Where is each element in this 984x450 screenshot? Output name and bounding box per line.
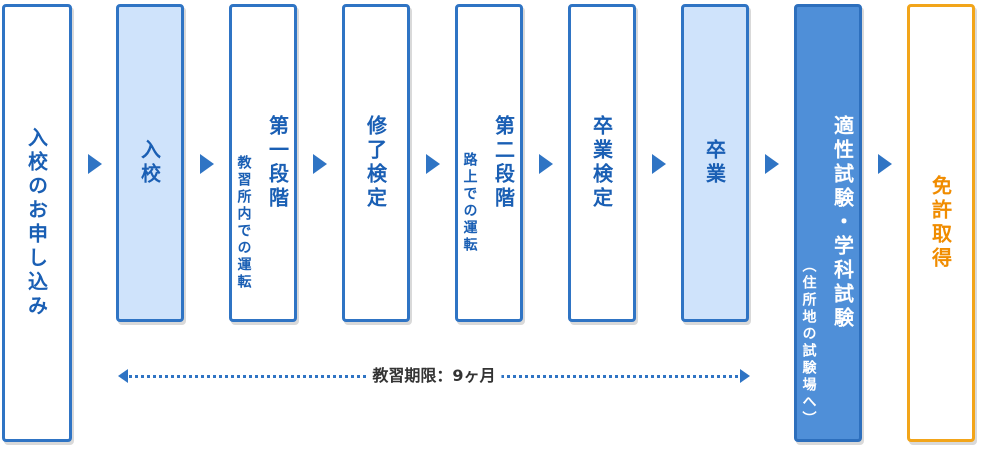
arrow-4 [426,154,440,174]
step-stage-one: 第一段階 教習所内での運転 [229,4,297,322]
step-license-acquired: 免許取得 [907,4,975,442]
step-enrollment-label: 入校 [137,139,162,187]
step-completion-exam-label: 修了検定 [363,115,388,211]
training-period-indicator: 教習期限：9ヶ月 [118,364,750,388]
step-graduation-exam: 卒業検定 [568,4,636,322]
arrow-7 [765,154,779,174]
period-left-arrowhead [118,369,128,383]
step-aptitude-written-exam: 適性試験・学科試験 （住所地の試験場へ） [794,4,862,442]
period-label: 教習期限：9ヶ月 [366,364,502,388]
step-stage-two: 第二段階 路上での運転 [455,4,523,322]
step-completion-exam: 修了検定 [342,4,410,322]
step-stage-two-label: 第二段階 [491,115,516,211]
step-application-label: 入校のお申し込み [24,127,49,319]
arrow-8 [878,154,892,174]
step-license-acquired-label: 免許取得 [928,175,953,271]
step-graduation-label: 卒業 [702,139,727,187]
arrow-5 [539,154,553,174]
arrow-3 [313,154,327,174]
arrow-2 [200,154,214,174]
step-stage-two-sub: 路上での運転 [461,152,478,254]
step-aptitude-written-exam-sub: （住所地の試験場へ） [800,258,817,428]
arrow-6 [652,154,666,174]
step-stage-one-sub: 教習所内での運転 [235,155,252,291]
step-graduation-exam-label: 卒業検定 [589,115,614,211]
arrow-1 [88,154,102,174]
step-aptitude-written-exam-label: 適性試験・学科試験 [830,115,855,331]
step-stage-one-label: 第一段階 [265,115,290,211]
step-application: 入校のお申し込み [2,4,72,442]
period-right-arrowhead [740,369,750,383]
step-enrollment: 入校 [116,4,184,322]
step-graduation: 卒業 [681,4,749,322]
